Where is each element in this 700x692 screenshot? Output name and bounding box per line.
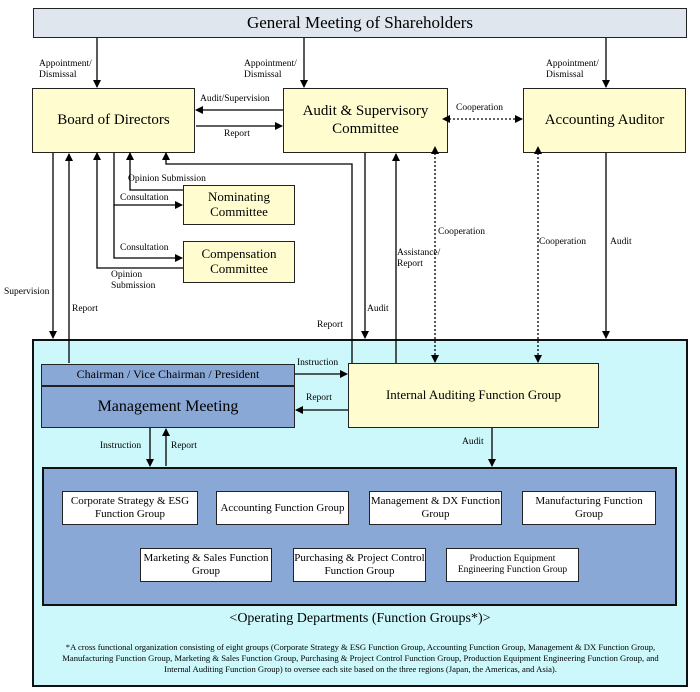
label-appointment-dismissal: Appointment/Dismissal [244,59,297,80]
label-instruction: Instruction [297,358,339,368]
function-group-box: Marketing & Sales Function Group [140,548,272,582]
label-cooperation: Cooperation [456,103,503,113]
label-report: Report [317,320,343,330]
label-audit: Audit [462,437,484,447]
audit-committee-box: Audit & Supervisory Committee [283,88,448,153]
label-report: Report [171,441,197,451]
function-group-box: Production Equipment Engineering Functio… [446,548,579,582]
internal-auditing-box: Internal Auditing Function Group [348,363,599,428]
label-report: Report [306,393,332,403]
label-consultation: Consultation [120,243,169,253]
label-report: Report [72,304,98,314]
function-group-box: Manufacturing Function Group [522,491,656,525]
label-instruction: Instruction [100,441,142,451]
board-of-directors-box: Board of Directors [32,88,195,153]
function-group-box: Purchasing & Project Control Function Gr… [293,548,426,582]
function-group-box: Corporate Strategy & ESG Function Group [62,491,198,525]
opinion-compensation [93,152,183,269]
label-cooperation: Cooperation [539,237,586,247]
operating-departments-title: <Operating Departments (Function Groups*… [229,611,491,626]
label-appointment-dismissal: Appointment/Dismissal [39,59,92,80]
footnote: *A cross functional organization consist… [62,642,659,675]
function-groups-area [42,467,677,606]
function-group-box: Accounting Function Group [216,491,349,525]
chairman-box: Chairman / Vice Chairman / President [41,364,295,386]
consultation-compensation [113,205,183,262]
nominating-committee-box: Nominating Committee [183,185,295,225]
label-audit-supervision: Audit/Supervision [200,94,270,104]
management-meeting-box: Management Meeting [41,386,295,428]
label-cooperation: Cooperation [438,227,485,237]
function-group-box: Management & DX Function Group [369,491,502,525]
label-audit: Audit [610,237,632,247]
accounting-auditor-box: Accounting Auditor [523,88,686,153]
label-appointment-dismissal: Appointment/Dismissal [546,59,599,80]
label-supervision: Supervision [4,287,50,297]
label-report: Report [224,129,250,139]
arrow-iaf-report-to-board [162,152,353,363]
label-audit: Audit [367,304,389,314]
label-assistance-report: Assistance/Report [397,248,441,269]
label-opinion-submission: Opinion Submission [128,174,206,184]
compensation-committee-box: Compensation Committee [183,241,295,283]
opinion-nominating [126,152,183,191]
general-meeting-box: General Meeting of Shareholders [33,8,687,38]
label-consultation: Consultation [120,193,169,203]
